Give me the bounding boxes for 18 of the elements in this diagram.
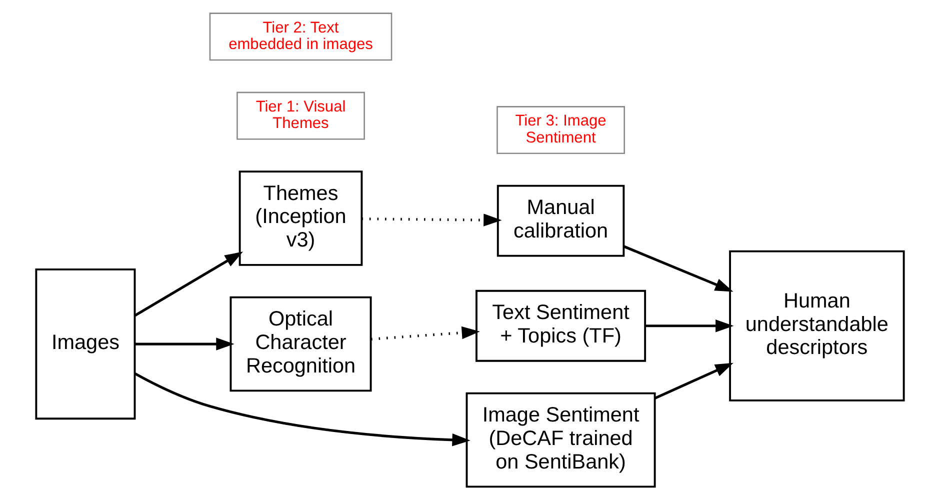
node-box: Tier 1: Visual Themes (236, 92, 365, 140)
arrow (134, 372, 470, 446)
arrow (135, 338, 234, 350)
arrow (134, 252, 243, 317)
arrow (654, 362, 734, 400)
arrow (645, 320, 734, 332)
arrow (370, 326, 480, 340)
node-box: Text Sentiment + Topics (TF) (476, 290, 646, 362)
node-box: Tier 2: Text embedded in images (209, 12, 392, 61)
node-box: Images (35, 268, 136, 420)
node-box: Optical Character Recognition (230, 296, 372, 392)
arrow (362, 214, 502, 226)
node-box: Image Sentiment (DeCAF trained on SentiBank) (466, 392, 656, 488)
arrow (623, 245, 734, 292)
node-box: Tier 3: Image Sentiment (496, 106, 625, 154)
node-box: Manual calibration (496, 184, 625, 257)
node-box: Themes (Inception v3) (238, 170, 363, 266)
node-box: Human understandable descriptors (729, 250, 905, 402)
